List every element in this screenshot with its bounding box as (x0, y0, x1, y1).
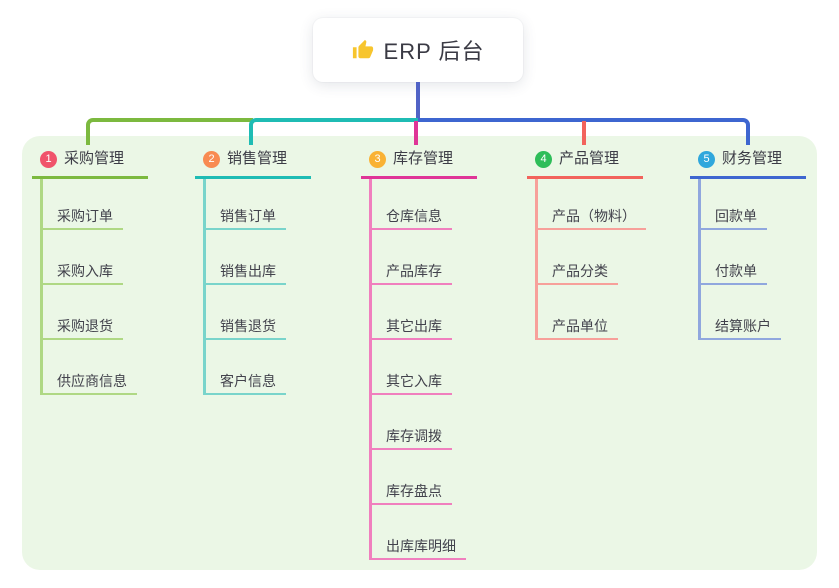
root-node[interactable]: ERP 后台 (313, 18, 523, 82)
node-purchase-inbound[interactable]: 采购入库 (40, 262, 123, 285)
node-product-category[interactable]: 产品分类 (535, 262, 618, 285)
branch-label-finance: 财务管理 (722, 150, 783, 167)
branch-badge-3: 3 (369, 150, 386, 168)
branch-label-product: 产品管理 (559, 150, 620, 167)
node-stock-transfer[interactable]: 库存调拨 (369, 427, 452, 450)
connector-elbow-sales (249, 118, 418, 145)
node-other-outbound[interactable]: 其它出库 (369, 317, 452, 340)
branch-header-finance[interactable]: 5 财务管理 (690, 148, 806, 179)
branch-label-inventory: 库存管理 (393, 150, 454, 167)
connector-elbow-purchase (86, 118, 253, 145)
connector-drop-inventory (414, 121, 418, 145)
branch-badge-4: 4 (535, 150, 552, 168)
node-customer-info[interactable]: 客户信息 (203, 372, 286, 395)
node-receipt-bill[interactable]: 回款单 (698, 207, 767, 230)
branch-badge-2: 2 (203, 150, 220, 168)
node-product-material[interactable]: 产品（物料） (535, 207, 646, 230)
root-title: ERP 后台 (383, 39, 485, 64)
branch-header-sales[interactable]: 2 销售管理 (195, 148, 311, 179)
branch-label-sales: 销售管理 (227, 150, 288, 167)
branch-header-purchase[interactable]: 1 采购管理 (32, 148, 148, 179)
branch-badge-1: 1 (40, 150, 57, 168)
node-stock-taking[interactable]: 库存盘点 (369, 482, 452, 505)
branch-rail-purchase (40, 179, 43, 395)
node-sales-order[interactable]: 销售订单 (203, 207, 286, 230)
node-settlement-account[interactable]: 结算账户 (698, 317, 781, 340)
connector-drop-product (582, 121, 586, 145)
node-sales-return[interactable]: 销售退货 (203, 317, 286, 340)
branch-header-inventory[interactable]: 3 库存管理 (361, 148, 477, 179)
node-supplier-info[interactable]: 供应商信息 (40, 372, 137, 395)
branch-rail-inventory (369, 179, 372, 560)
thumbs-up-icon (352, 39, 374, 61)
branch-rail-finance (698, 179, 701, 340)
node-product-unit[interactable]: 产品单位 (535, 317, 618, 340)
branch-rail-product (535, 179, 538, 340)
branch-badge-5: 5 (698, 150, 715, 168)
trunk-connector-line (416, 82, 420, 122)
branch-header-product[interactable]: 4 产品管理 (527, 148, 643, 179)
node-product-stock[interactable]: 产品库存 (369, 262, 452, 285)
node-purchase-return[interactable]: 采购退货 (40, 317, 123, 340)
branches-panel (22, 136, 817, 570)
connector-elbow-finance (418, 118, 750, 145)
branch-rail-sales (203, 179, 206, 395)
node-purchase-order[interactable]: 采购订单 (40, 207, 123, 230)
node-other-inbound[interactable]: 其它入库 (369, 372, 452, 395)
node-warehouse-info[interactable]: 仓库信息 (369, 207, 452, 230)
node-sales-outbound[interactable]: 销售出库 (203, 262, 286, 285)
branch-label-purchase: 采购管理 (64, 150, 125, 167)
node-outbound-detail[interactable]: 出库库明细 (369, 537, 466, 560)
node-payment-bill[interactable]: 付款单 (698, 262, 767, 285)
